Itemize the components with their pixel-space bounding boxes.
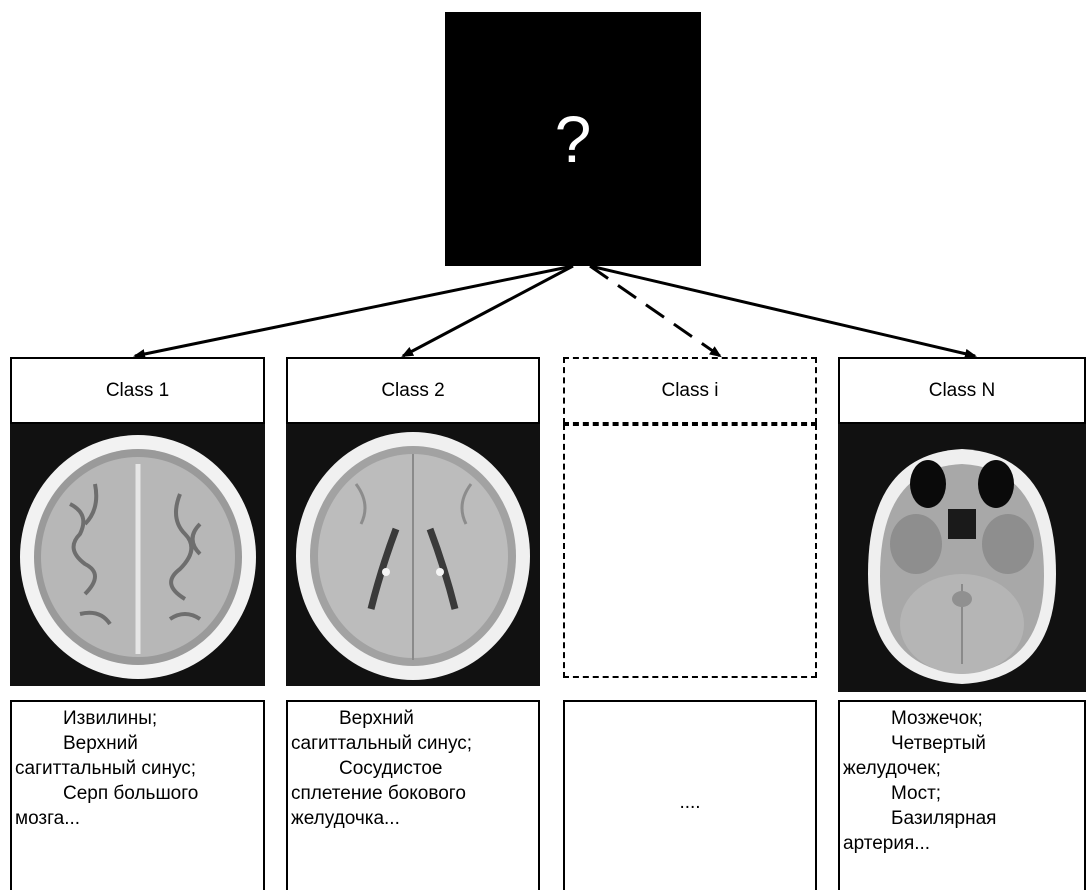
class-1-header: Class 1 [10, 357, 265, 424]
description-line: артерия... [843, 833, 931, 854]
description-line: сагиттальный синус; [15, 758, 197, 779]
class-i-description: .... [563, 700, 817, 890]
class-2-label: Class 2 [381, 379, 445, 401]
class-i-label: Class i [661, 379, 719, 401]
ct-scan-placeholder [563, 424, 817, 678]
arrow-to-class-2 [401, 264, 574, 358]
description-line: Сосудистое [339, 758, 443, 779]
arrow-to-class-n [589, 264, 977, 359]
description-line: Мозжечок; [891, 708, 983, 729]
description-line: Верхний [63, 733, 138, 754]
ellipsis-placeholder: .... [679, 792, 701, 813]
description-line: Базилярная [891, 808, 997, 829]
ct-scan-class-n [838, 424, 1086, 692]
class-n-label: Class N [928, 379, 996, 401]
arrow-to-class-1 [133, 264, 574, 359]
description-line: сплетение бокового [291, 783, 466, 804]
description-line: Извилины; [63, 708, 158, 729]
unknown-query-image: ? [445, 12, 701, 266]
description-line: Верхний [339, 708, 414, 729]
description-line: сагиттальный синус; [291, 733, 473, 754]
class-1-label: Class 1 [105, 379, 170, 401]
ct-scan-class-2 [286, 424, 540, 686]
description-line: желудочек; [843, 758, 941, 779]
class-n-header: Class N [838, 357, 1086, 424]
class-1-description: Извилины; Верхний сагиттальный синус; Се… [10, 700, 265, 890]
class-2-header: Class 2 [286, 357, 540, 424]
class-i-header: Class i [563, 357, 817, 424]
class-n-description: Мозжечок; Четвертый желудочек; Мост; Баз… [838, 700, 1086, 890]
description-line: желудочка... [291, 808, 400, 829]
description-line: Серп большого [63, 783, 199, 804]
arrow-to-class-i [589, 264, 722, 358]
description-line: Четвертый [891, 733, 986, 754]
class-2-description: Верхний сагиттальный синус; Сосудистое с… [286, 700, 540, 890]
ct-scan-class-1 [10, 424, 265, 686]
description-line: мозга... [15, 808, 81, 829]
description-line: Мост; [891, 783, 942, 804]
question-mark: ? [554, 102, 592, 176]
